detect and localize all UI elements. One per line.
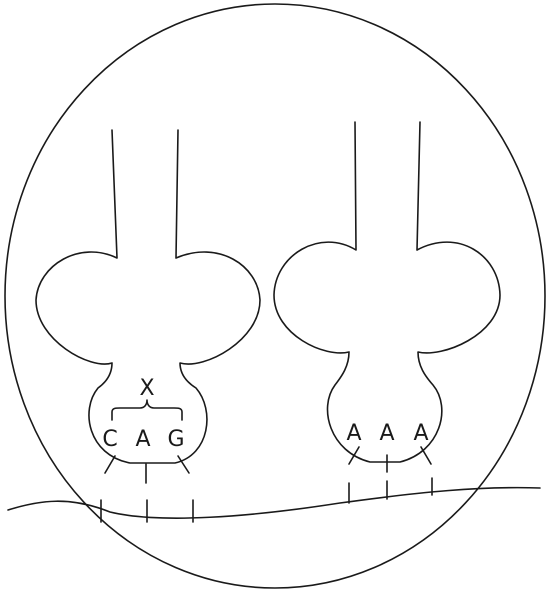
trna-left-body: [36, 130, 260, 463]
anticodon-base-3: G: [167, 427, 184, 452]
amino-acid-label: X: [139, 376, 154, 401]
anticodon-base-1: C: [102, 427, 117, 452]
trna-right: A A A: [274, 122, 500, 472]
trna-right-body: [274, 122, 500, 462]
anticodon-base-3: A: [413, 421, 428, 446]
anticodon-tick: [421, 447, 431, 464]
anticodon-base-2: A: [379, 421, 394, 446]
mrna-strand: [8, 488, 540, 519]
anticodon-brace: [112, 400, 182, 420]
anticodon-base-2: A: [135, 427, 150, 452]
codon-ticks-right: [349, 478, 432, 503]
trna-left: X C A G: [36, 130, 260, 483]
cell-outline: [5, 4, 545, 588]
anticodon-tick: [105, 456, 115, 473]
anticodon-base-1: A: [346, 421, 361, 446]
anticodon-tick: [349, 447, 359, 464]
